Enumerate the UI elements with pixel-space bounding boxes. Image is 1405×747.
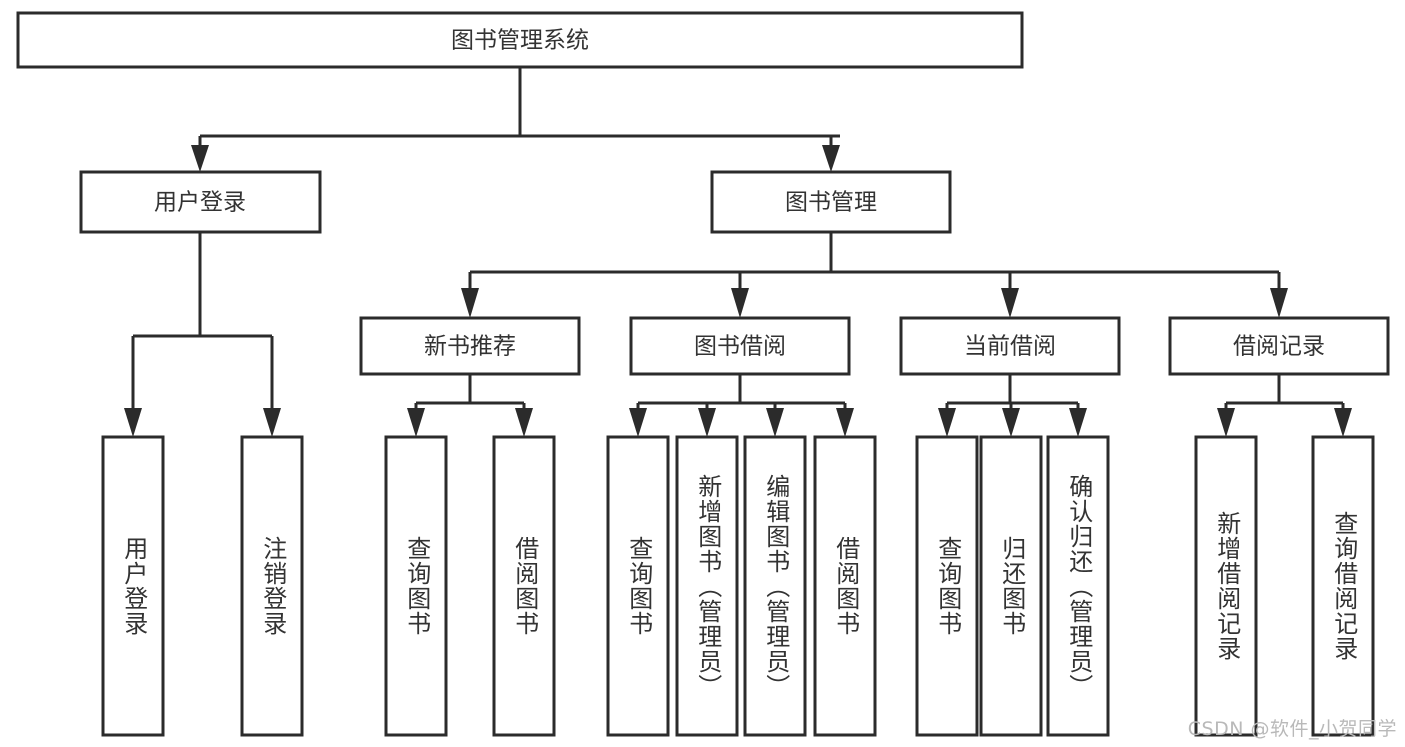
node-leaf-borrow-book-1-box[interactable] bbox=[492, 435, 556, 737]
arrow-nbr-leaf1-icon bbox=[407, 408, 425, 437]
arrow-bb-leaf3-icon bbox=[766, 408, 784, 437]
arrow-bm-to-borrow-record-icon bbox=[1270, 288, 1288, 318]
arrow-cb-leaf1-icon bbox=[938, 408, 956, 437]
node-leaf-borrow-book-2-box[interactable] bbox=[813, 435, 877, 737]
node-current-borrow-label: 当前借阅 bbox=[964, 334, 1056, 360]
node-leaf-query-book-3-box[interactable] bbox=[915, 435, 979, 737]
node-leaf-query-record-box[interactable] bbox=[1311, 435, 1375, 737]
connector-group-book-manage bbox=[461, 232, 1288, 318]
arrow-nbr-leaf2-icon bbox=[515, 408, 533, 437]
connector-group-current-borrow bbox=[938, 374, 1087, 437]
node-leaf-user-login-box[interactable] bbox=[101, 435, 165, 737]
node-book-borrow-label: 图书借阅 bbox=[694, 334, 786, 360]
node-new-book-recommend-label: 新书推荐 bbox=[424, 334, 516, 360]
arrow-root-to-user-login-icon bbox=[191, 145, 209, 172]
node-book-manage-box[interactable] bbox=[710, 170, 952, 234]
arrow-br-leaf1-icon bbox=[1217, 408, 1235, 437]
node-borrow-record[interactable]: 借阅记录 bbox=[1168, 316, 1390, 376]
arrow-bm-to-book-borrow-icon bbox=[731, 288, 749, 318]
connector-group-borrow-record bbox=[1217, 374, 1352, 437]
connector-group-root bbox=[191, 67, 840, 172]
node-leaf-add-book-box[interactable] bbox=[675, 435, 739, 737]
node-book-manage-label: 图书管理 bbox=[785, 190, 877, 216]
node-user-login[interactable]: 用户登录 bbox=[79, 170, 322, 234]
arrow-cb-leaf2-icon bbox=[1002, 408, 1020, 437]
node-new-book-recommend-box[interactable] bbox=[359, 316, 581, 376]
connector-group-new-book-recommend bbox=[407, 374, 533, 437]
arrow-root-to-book-manage-icon bbox=[822, 145, 840, 172]
arrow-cb-leaf3-icon bbox=[1069, 408, 1087, 437]
arrow-br-leaf2-icon bbox=[1334, 408, 1352, 437]
node-current-borrow-box[interactable] bbox=[899, 316, 1121, 376]
arrow-bm-to-current-borrow-icon bbox=[1001, 288, 1019, 318]
arrow-user-login-leaf1-icon bbox=[124, 408, 142, 437]
node-leaf-edit-book-box[interactable] bbox=[743, 435, 807, 737]
arrow-bb-leaf1-icon bbox=[629, 408, 647, 437]
leaf-boxes bbox=[101, 435, 1375, 737]
node-current-borrow[interactable]: 当前借阅 bbox=[899, 316, 1121, 376]
connector-group-user-login bbox=[124, 232, 281, 437]
node-book-borrow[interactable]: 图书借阅 bbox=[629, 316, 851, 376]
connector-group-book-borrow bbox=[629, 374, 854, 437]
node-leaf-confirm-return-box[interactable] bbox=[1046, 435, 1110, 737]
node-root-box[interactable] bbox=[16, 11, 1024, 69]
arrow-bm-to-new-book-icon bbox=[461, 288, 479, 318]
node-user-login-box[interactable] bbox=[79, 170, 322, 234]
node-borrow-record-label: 借阅记录 bbox=[1233, 334, 1325, 360]
node-user-login-label: 用户登录 bbox=[154, 190, 246, 216]
node-leaf-return-book-box[interactable] bbox=[979, 435, 1043, 737]
node-book-manage[interactable]: 图书管理 bbox=[710, 170, 952, 234]
node-leaf-logout-login-box[interactable] bbox=[240, 435, 304, 737]
node-root-label: 图书管理系统 bbox=[451, 28, 589, 54]
csdn-watermark: CSDN @软件_小贺同学 bbox=[1187, 718, 1397, 740]
node-root[interactable]: 图书管理系统 bbox=[16, 11, 1024, 69]
node-borrow-record-box[interactable] bbox=[1168, 316, 1390, 376]
node-book-borrow-box[interactable] bbox=[629, 316, 851, 376]
node-leaf-query-book-2-box[interactable] bbox=[606, 435, 670, 737]
node-leaf-add-record-box[interactable] bbox=[1194, 435, 1258, 737]
arrow-bb-leaf2-icon bbox=[698, 408, 716, 437]
node-new-book-recommend[interactable]: 新书推荐 bbox=[359, 316, 581, 376]
arrow-bb-leaf4-icon bbox=[836, 408, 854, 437]
node-leaf-query-book-1-box[interactable] bbox=[384, 435, 448, 737]
arrow-user-login-leaf2-icon bbox=[263, 408, 281, 437]
